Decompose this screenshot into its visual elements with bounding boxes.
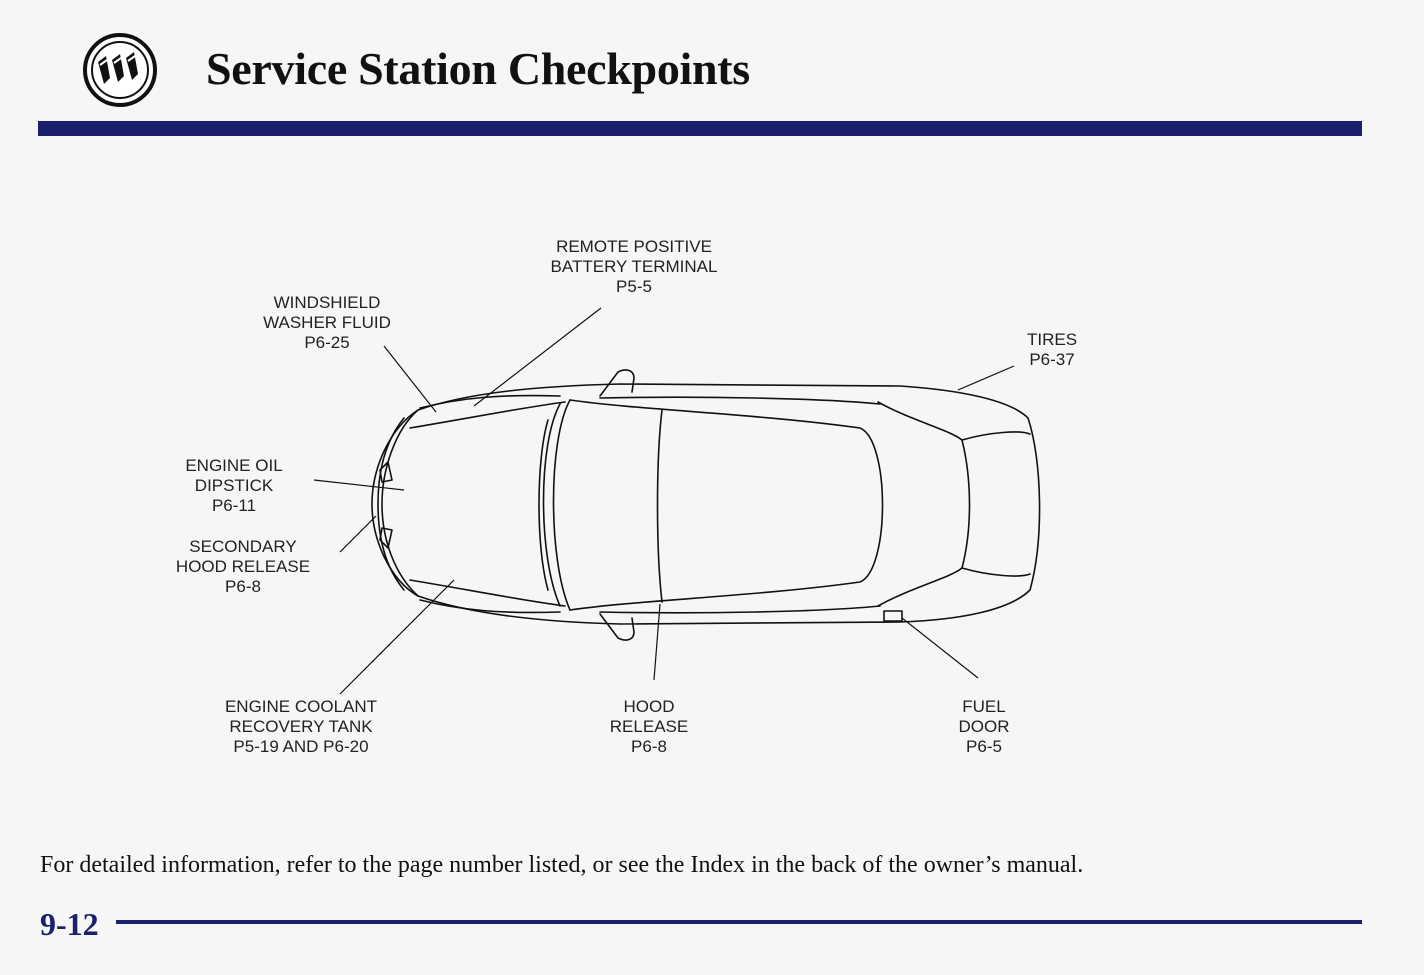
leader-tires bbox=[957, 365, 1015, 391]
callout-hood-release-line2: RELEASE bbox=[609, 717, 689, 736]
car-roof bbox=[569, 399, 884, 611]
leader-oil-dipstick bbox=[313, 479, 405, 491]
callout-oil-dipstick-line1: ENGINE OIL bbox=[185, 456, 283, 475]
footer-rule bbox=[116, 920, 1362, 924]
callout-remote-battery: REMOTE POSITIVE BATTERY TERMINAL P5-5 bbox=[530, 237, 738, 297]
callout-oil-dipstick-page: P6-11 bbox=[211, 496, 257, 515]
footer-note: For detailed information, refer to the p… bbox=[40, 852, 1084, 878]
callout-coolant-line2: RECOVERY TANK bbox=[229, 717, 373, 736]
callout-washer-fluid: WINDSHIELD WASHER FLUID P6-25 bbox=[246, 293, 408, 353]
leader-hood-release bbox=[653, 603, 661, 681]
callout-tires: TIRES P6-37 bbox=[1012, 330, 1092, 370]
leader-fuel-door bbox=[901, 617, 979, 679]
left-mirror bbox=[599, 369, 635, 397]
callout-fuel-door-line1: FUEL bbox=[962, 697, 1006, 716]
right-mirror bbox=[599, 613, 635, 641]
callout-remote-battery-line2: BATTERY TERMINAL bbox=[550, 257, 718, 276]
callout-washer-fluid-page: P6-25 bbox=[304, 333, 350, 352]
callout-coolant-page: P5-19 AND P6-20 bbox=[233, 737, 369, 756]
leader-secondary-hood bbox=[339, 515, 377, 553]
car-body-outline bbox=[371, 383, 1041, 625]
leader-remote-battery bbox=[473, 307, 602, 407]
callout-washer-fluid-line2: WASHER FLUID bbox=[263, 313, 391, 332]
callout-secondary-hood-line2: HOOD RELEASE bbox=[175, 557, 311, 576]
page-number: 9-12 bbox=[40, 906, 99, 942]
callout-fuel-door-page: P6-5 bbox=[966, 737, 1002, 756]
page-title: Service Station Checkpoints bbox=[206, 43, 750, 94]
callout-washer-fluid-line1: WINDSHIELD bbox=[273, 293, 381, 312]
windshield bbox=[552, 399, 571, 611]
fuel-door bbox=[883, 610, 903, 622]
callout-hood-release-page: P6-8 bbox=[631, 737, 667, 756]
callout-remote-battery-page: P5-5 bbox=[616, 277, 652, 296]
callout-secondary-hood-page: P6-8 bbox=[225, 577, 261, 596]
leader-washer-fluid bbox=[383, 345, 437, 413]
title-rule bbox=[38, 121, 1362, 136]
callout-oil-dipstick: ENGINE OIL DIPSTICK P6-11 bbox=[168, 456, 300, 516]
callout-hood-release-line1: HOOD bbox=[623, 697, 675, 716]
callout-hood-release: HOOD RELEASE P6-8 bbox=[594, 697, 704, 757]
buick-logo-icon bbox=[83, 33, 157, 107]
leader-coolant bbox=[339, 579, 455, 695]
callout-oil-dipstick-line2: DIPSTICK bbox=[194, 476, 274, 495]
callout-fuel-door-line2: DOOR bbox=[958, 717, 1010, 736]
callout-remote-battery-line1: REMOTE POSITIVE bbox=[556, 237, 712, 256]
callout-coolant: ENGINE COOLANT RECOVERY TANK P5-19 AND P… bbox=[202, 697, 400, 757]
callout-coolant-line1: ENGINE COOLANT bbox=[224, 697, 378, 716]
callout-tires-line1: TIRES bbox=[1026, 330, 1078, 349]
callout-secondary-hood-line1: SECONDARY bbox=[189, 537, 297, 556]
callout-secondary-hood: SECONDARY HOOD RELEASE P6-8 bbox=[158, 537, 328, 597]
callout-fuel-door: FUEL DOOR P6-5 bbox=[940, 697, 1028, 757]
callout-tires-page: P6-37 bbox=[1029, 350, 1075, 369]
